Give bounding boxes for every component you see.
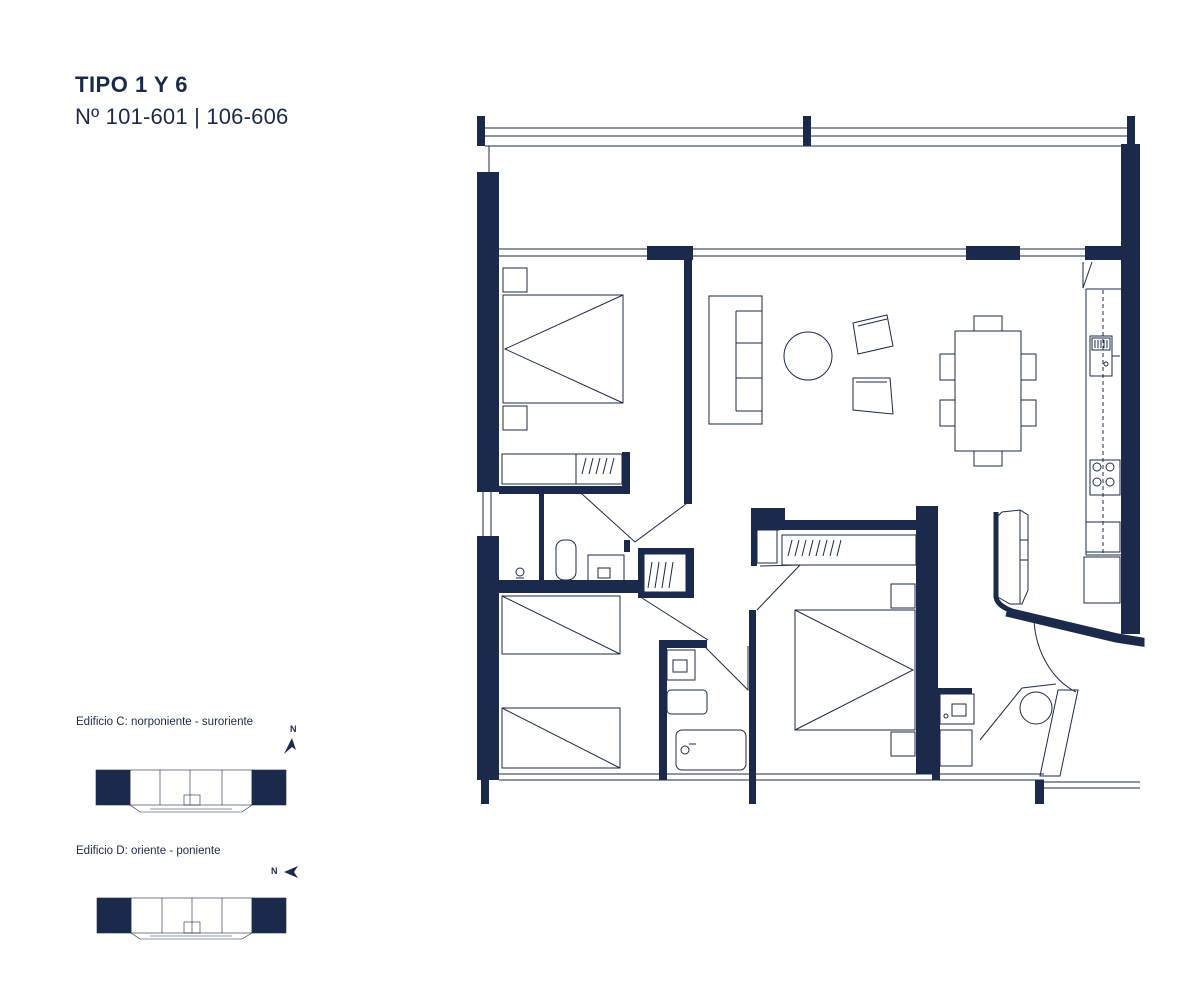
key-plan-building-c <box>95 769 287 813</box>
north-label-c: N <box>290 724 297 734</box>
building-c-orientation-label: Edificio C: norponiente - suroriente <box>76 716 254 728</box>
north-label-d: N <box>271 866 278 876</box>
unit-numbers: Nº 101-601 | 106-606 <box>75 104 289 129</box>
walls <box>477 116 1140 804</box>
key-plan-building-d <box>96 897 287 940</box>
north-arrow-icon <box>284 738 296 754</box>
plan-lines <box>482 127 1145 789</box>
plan-title: TIPO 1 Y 6 <box>75 72 189 97</box>
north-arrow-icon <box>284 866 298 878</box>
building-d-orientation-label: Edificio D: oriente - poniente <box>76 845 221 857</box>
